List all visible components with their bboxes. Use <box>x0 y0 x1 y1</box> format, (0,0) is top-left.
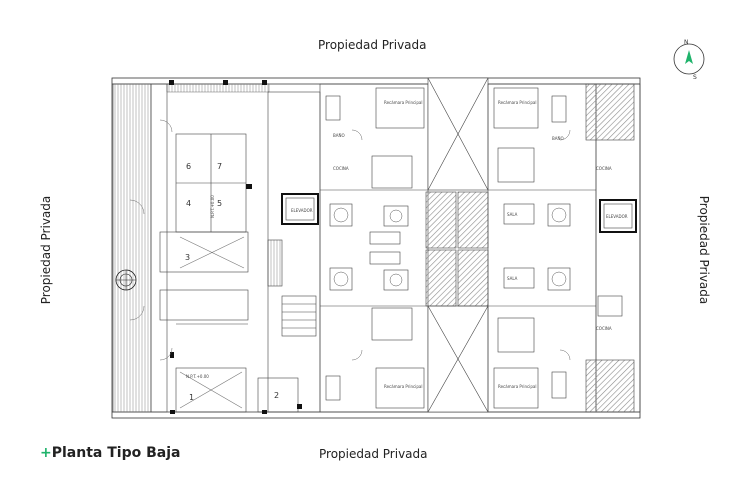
level-mark-2: N.P.T.+0.00 <box>210 195 215 218</box>
parking-3: 3 <box>185 253 190 262</box>
parking-7: 7 <box>217 162 222 171</box>
plus-icon: + <box>40 445 52 461</box>
compass-north: N <box>684 39 689 46</box>
bedroom-label-l2: Recámara Principal <box>384 384 422 389</box>
kitchen-label-l1: COCINA <box>333 166 349 171</box>
central-courts <box>425 77 489 413</box>
living-label-r2: SALA <box>507 276 518 281</box>
furniture-circles-left <box>333 207 403 287</box>
bedroom-label-l1: Recámara Principal <box>384 100 422 105</box>
label-top: Propiedad Privada <box>318 38 427 52</box>
parking-5: 5 <box>217 199 222 208</box>
compass-icon: N S <box>673 39 705 81</box>
tree-symbol <box>115 269 137 291</box>
left-core <box>267 91 321 413</box>
elevator-left-label: ELEVADOR <box>291 208 313 213</box>
parking-1: 1 <box>189 393 194 402</box>
label-bottom: Propiedad Privada <box>319 447 428 461</box>
parking-number-labels: 6 7 4 5 3 1 2 N.P.T.+0.00 N.P.T.+0.00 <box>185 162 279 402</box>
bedroom-label-r1: Recámara Principal <box>498 100 536 105</box>
elevator-right-label: ELEVADOR <box>606 214 628 219</box>
compass-south: S <box>693 74 697 81</box>
bedroom-label-r2: Recámara Principal <box>498 384 536 389</box>
door-swings <box>129 119 571 361</box>
plan-title-text: Planta Tipo Baja <box>51 445 181 461</box>
kitchen-label-r1: COCINA <box>596 166 612 171</box>
bath-label-r1: BAÑO <box>552 136 564 141</box>
plan-title: +Planta Tipo Baja <box>40 445 180 461</box>
bath-label-l1: BAÑO <box>333 133 345 138</box>
parking-4: 4 <box>186 199 191 208</box>
level-mark-1: N.P.T.+0.00 <box>186 374 209 379</box>
living-label-r1: SALA <box>507 212 518 217</box>
right-core <box>585 83 641 413</box>
label-left: Propiedad Privada <box>39 195 53 305</box>
building-outline <box>111 77 641 419</box>
left-units <box>319 83 429 413</box>
label-right: Propiedad Privada <box>697 195 711 305</box>
structural-columns <box>169 80 302 414</box>
kitchen-label-r2: COCINA <box>596 326 612 331</box>
right-units <box>487 83 597 413</box>
parking-ramp-left <box>112 83 270 413</box>
parking-bays <box>159 133 299 413</box>
furniture-circles-right <box>551 207 567 287</box>
parking-2: 2 <box>274 391 279 400</box>
parking-6: 6 <box>186 162 191 171</box>
